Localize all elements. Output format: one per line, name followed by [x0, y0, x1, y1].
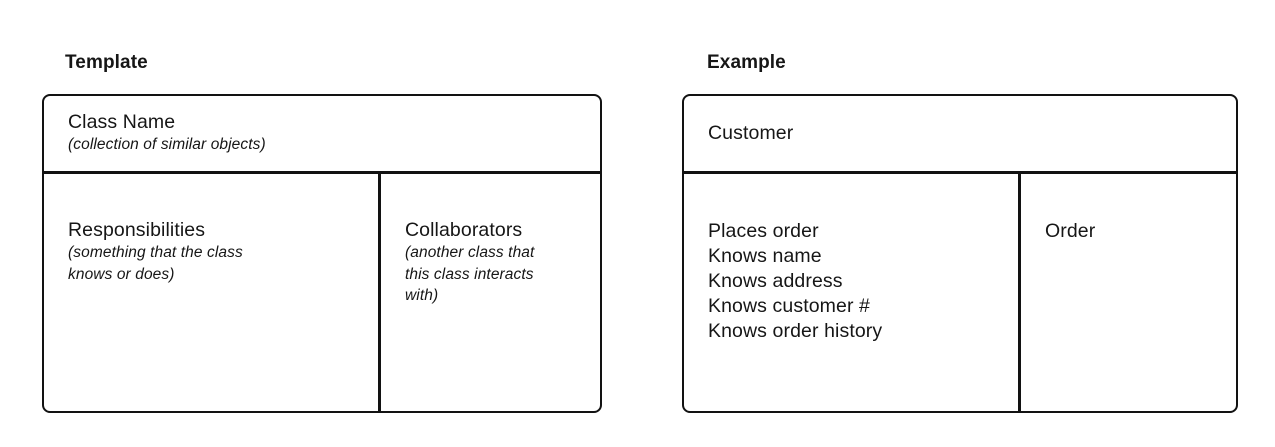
example-collaborator-item: Order: [1045, 220, 1096, 242]
example-responsibility-item: Knows customer #: [708, 295, 870, 317]
template-collaborators-note: (another class that this class interacts…: [405, 244, 535, 304]
template-crc-card: Class Name (collection of similar object…: [42, 94, 602, 413]
example-class-name-cell: Customer: [684, 96, 1236, 174]
template-card-body: Responsibilities (something that the cla…: [44, 174, 600, 411]
example-responsibility-item: Places order: [708, 220, 819, 242]
template-class-name-note: (collection of similar objects): [68, 136, 266, 154]
example-class-name: Customer: [708, 122, 794, 144]
example-responsibility-item: Knows address: [708, 270, 843, 292]
example-card-body: Places order Knows name Knows address Kn…: [684, 174, 1236, 411]
template-responsibilities-cell: Responsibilities (something that the cla…: [44, 174, 381, 411]
template-collaborators-label: Collaborators: [405, 219, 523, 241]
template-class-name-label: Class Name: [68, 111, 176, 134]
example-collaborators-cell: Order: [1021, 174, 1236, 411]
example-responsibility-item: Knows order history: [708, 320, 883, 342]
example-responsibilities-cell: Places order Knows name Knows address Kn…: [684, 174, 1021, 411]
example-section-title: Example: [707, 52, 786, 73]
example-crc-card: Customer Places order Knows name Knows a…: [682, 94, 1238, 413]
template-class-name-cell: Class Name (collection of similar object…: [44, 96, 600, 174]
template-collaborators-cell: Collaborators (another class that this c…: [381, 174, 600, 411]
example-responsibility-item: Knows name: [708, 245, 822, 267]
template-responsibilities-label: Responsibilities: [68, 219, 206, 241]
template-responsibilities-note: (something that the class knows or does): [68, 244, 243, 283]
template-section-title: Template: [65, 52, 148, 73]
